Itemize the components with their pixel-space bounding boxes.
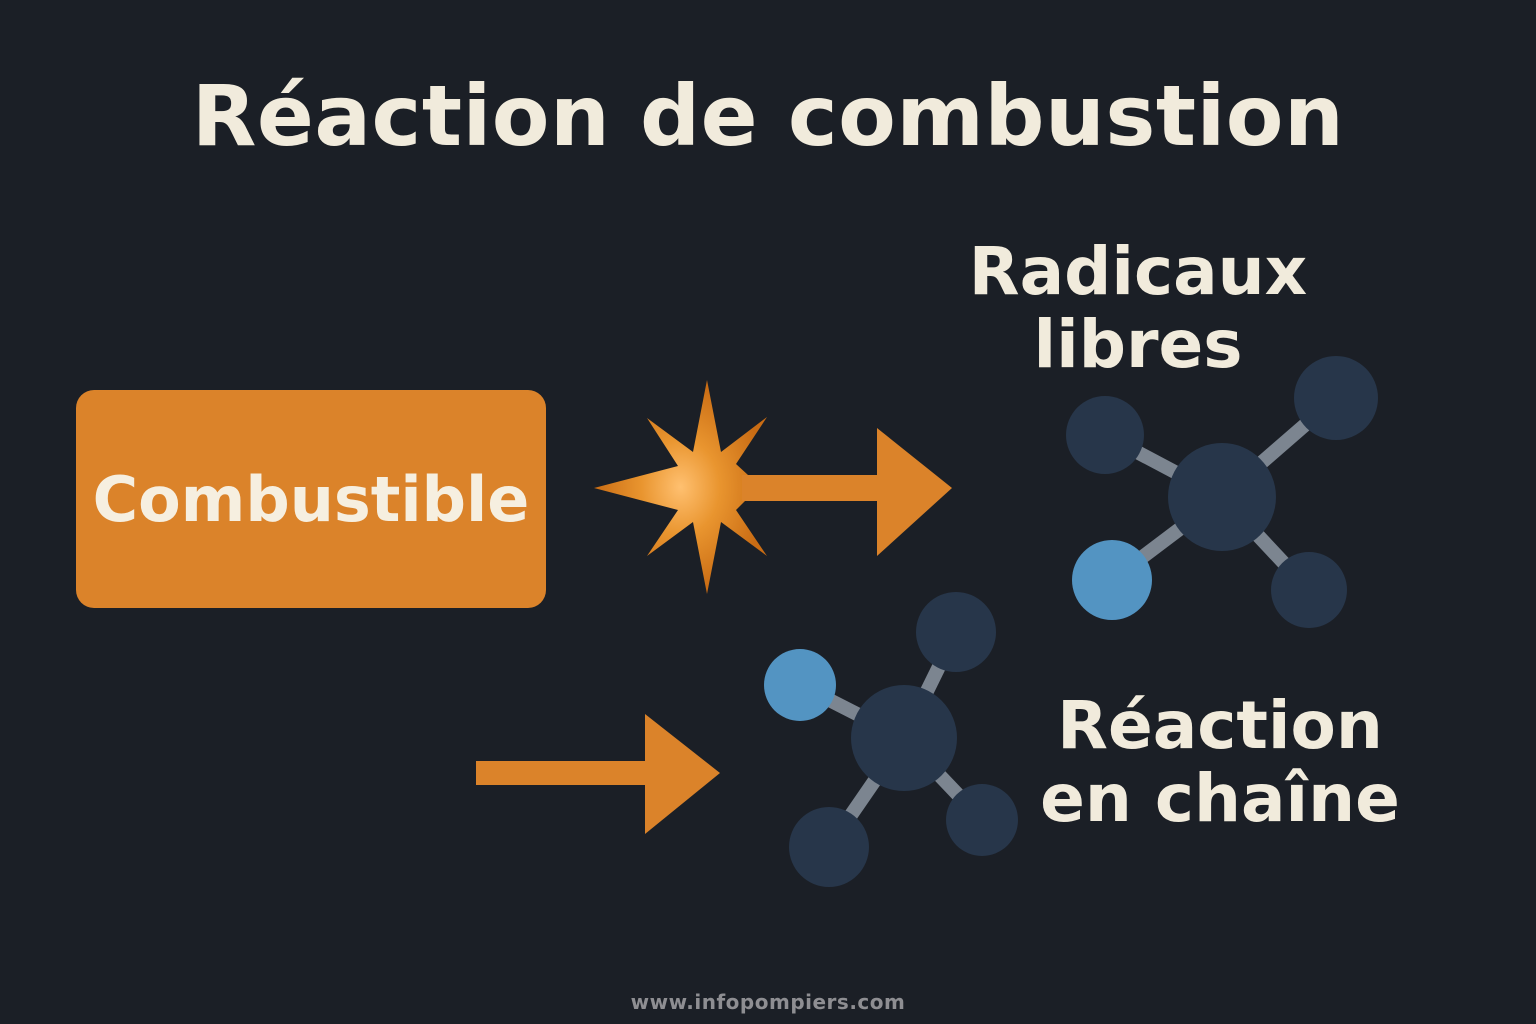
chain-reaction-label-line2: en chaîne — [1040, 759, 1400, 837]
radicals-label-line2: libres — [1033, 305, 1243, 383]
molecule-icon — [1066, 356, 1378, 628]
website-watermark[interactable]: www.infopompiers.com — [630, 990, 906, 1014]
radicals-label-line1: Radicaux — [968, 233, 1308, 310]
diagram-title: Réaction de combustion — [191, 67, 1345, 165]
arrow-right-icon — [742, 428, 952, 556]
fuel-label: Combustible — [92, 462, 530, 536]
spark-icon — [594, 380, 767, 594]
fuel-box: Combustible — [76, 390, 546, 608]
arrow-right-icon — [476, 714, 720, 834]
chain-reaction-label: Réaction en chaîne — [1010, 687, 1430, 837]
radicals-label: Radicaux libres — [948, 233, 1328, 383]
molecule-icon — [764, 592, 1018, 887]
chain-reaction-label-line1: Réaction — [1057, 687, 1383, 764]
